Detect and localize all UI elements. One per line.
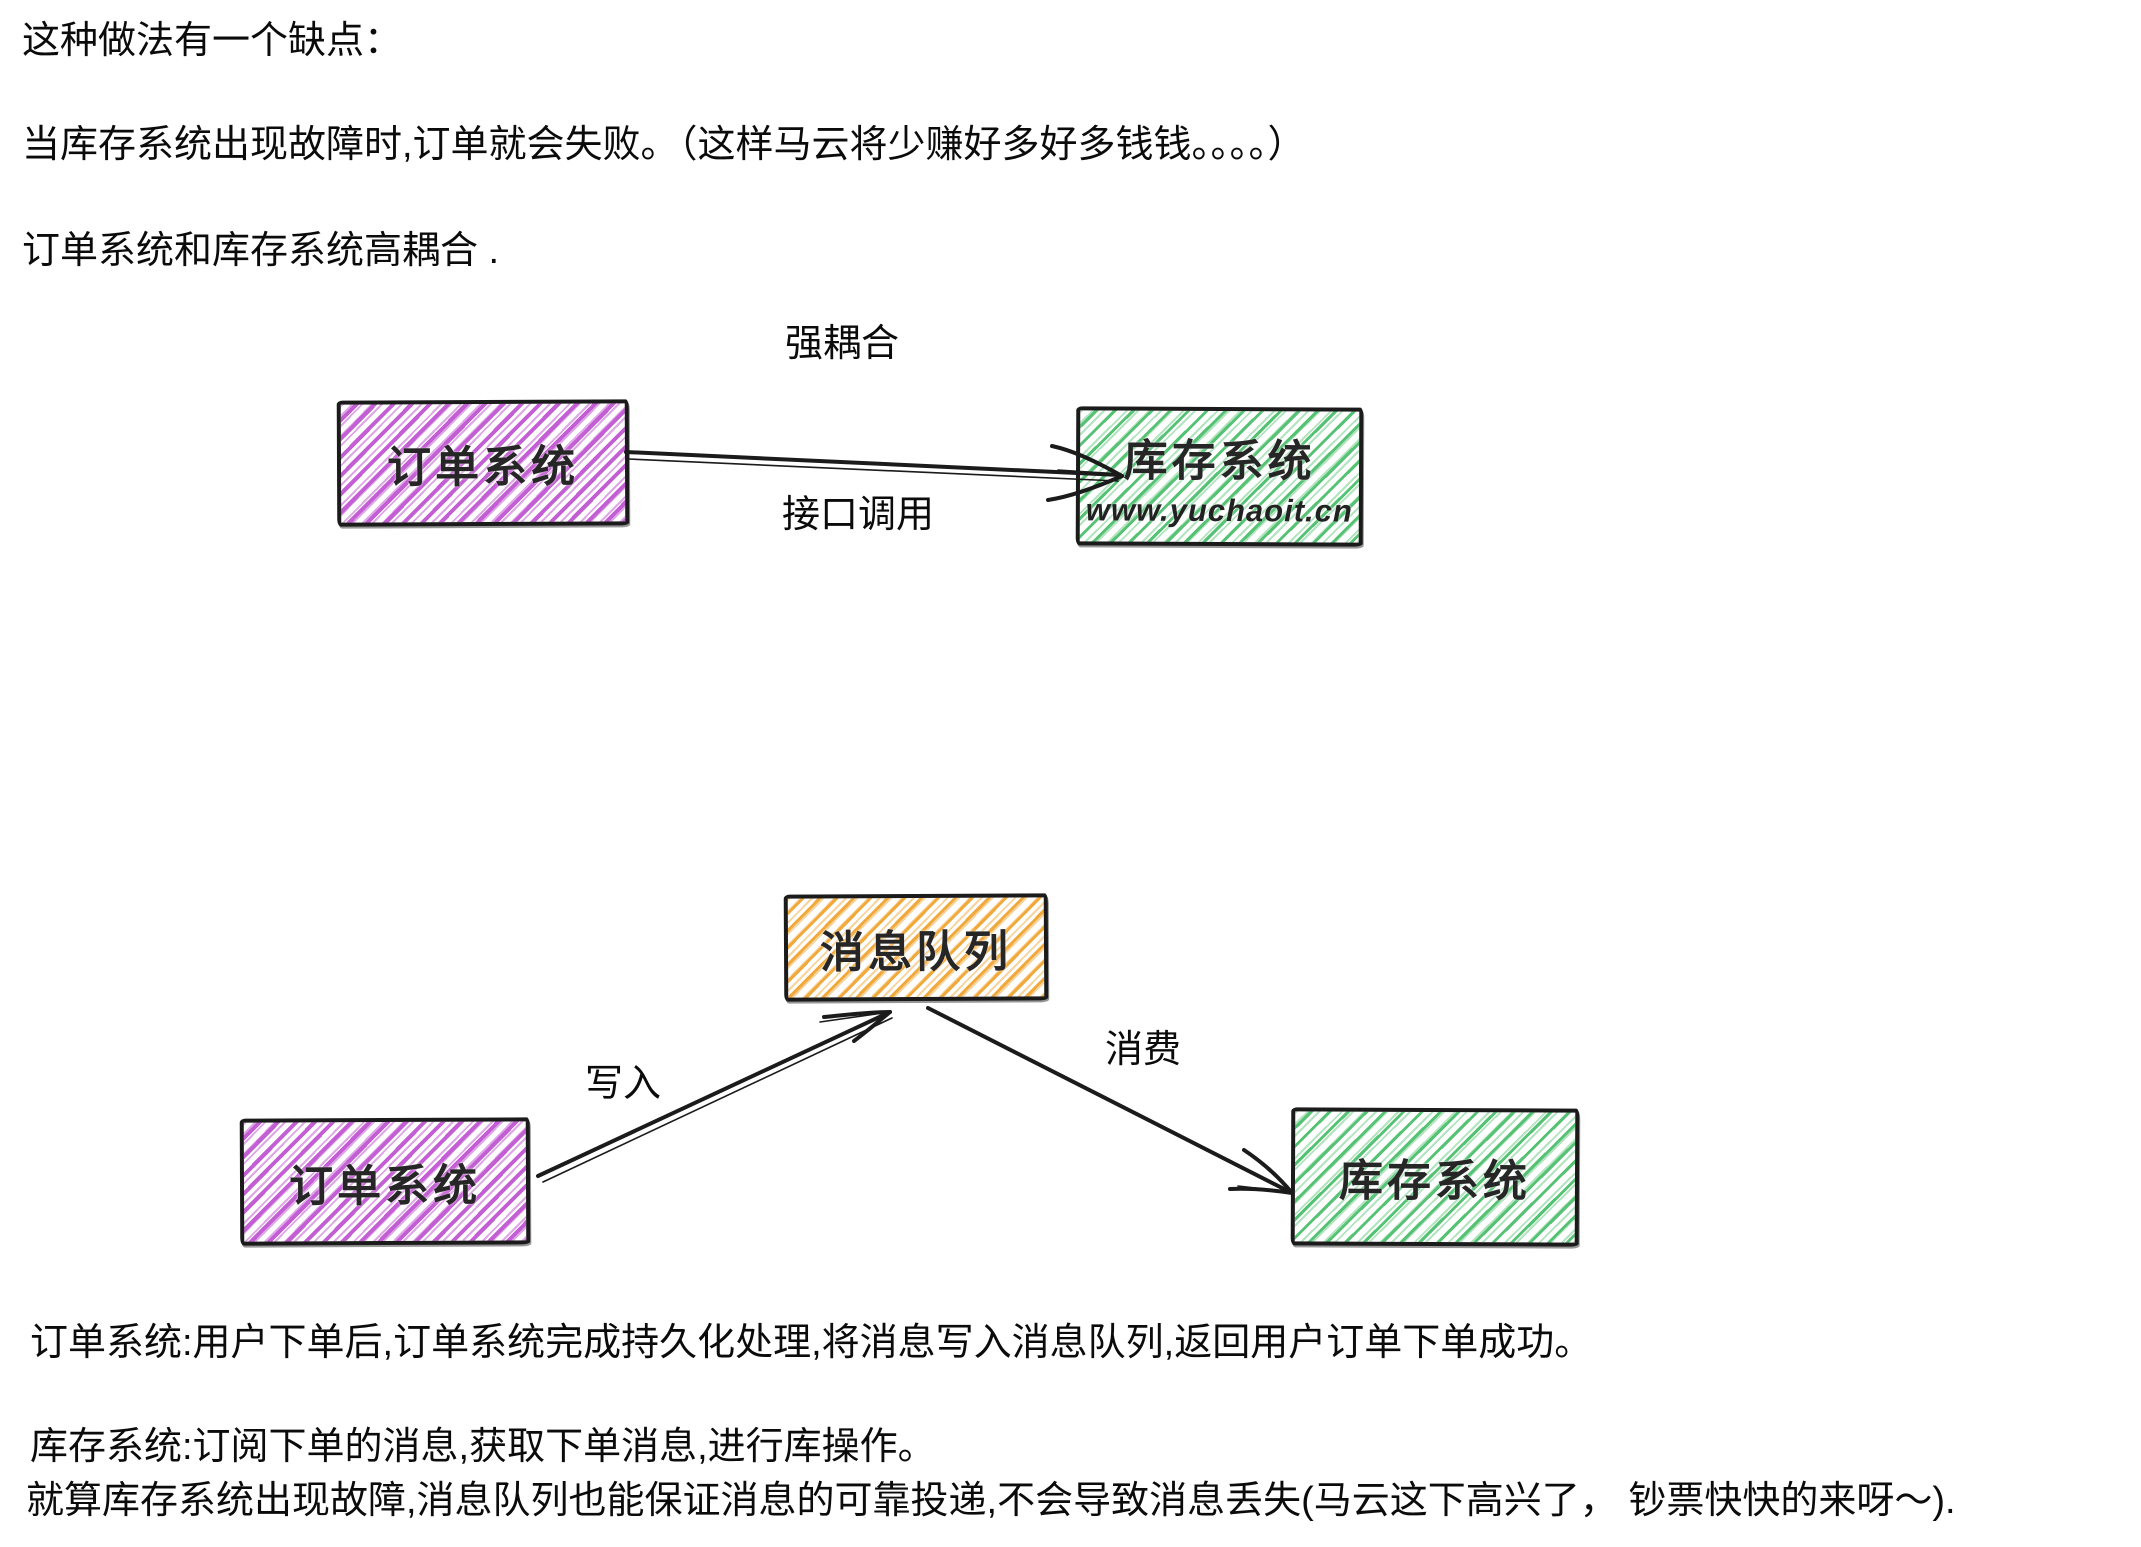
note-inventory-system: 库存系统:订阅下单的消息,获取下单消息,进行库操作。: [30, 1426, 936, 1468]
order-system-label-mq: 订单系统: [288, 1161, 482, 1211]
order-system-box-mq: 订单系统: [239, 1117, 531, 1246]
interface-call-label: 接口调用: [782, 494, 935, 536]
intro-line-1: 这种做法有一个缺点：: [22, 20, 403, 62]
note-order-system: 订单系统:用户下单后,订单系统完成持久化处理,将消息写入消息队列,返回用户订单下…: [30, 1322, 1593, 1364]
inventory-system-label-coupled: 库存系统: [1123, 436, 1316, 486]
write-label: 写入: [585, 1063, 662, 1105]
note-reliability: 就算库存系统出现故障,消息队列也能保证消息的可靠投递,不会导致消息丢失(马云这下…: [26, 1480, 1956, 1522]
intro-line-3: 订单系统和库存系统高耦合 .: [22, 230, 500, 272]
order-system-box-coupled: 订单系统: [336, 399, 630, 527]
message-queue-label: 消息队列: [819, 926, 1013, 978]
watermark-text: www.yuchaoit.cn: [1085, 491, 1353, 529]
order-system-label-coupled: 订单系统: [386, 442, 580, 493]
inventory-system-box-mq: 库存系统: [1290, 1107, 1580, 1247]
strong-coupling-label: 强耦合: [785, 323, 900, 365]
consume-label: 消费: [1105, 1029, 1182, 1071]
intro-line-2: 当库存系统出现故障时,订单就会失败。（这样马云将少赚好多好多钱钱。。。。）: [22, 124, 1306, 166]
inventory-system-box-coupled: 库存系统 www.yuchaoit.cn: [1075, 406, 1364, 547]
message-queue-box: 消息队列: [783, 893, 1049, 1002]
inventory-system-label-mq: 库存系统: [1338, 1156, 1532, 1207]
